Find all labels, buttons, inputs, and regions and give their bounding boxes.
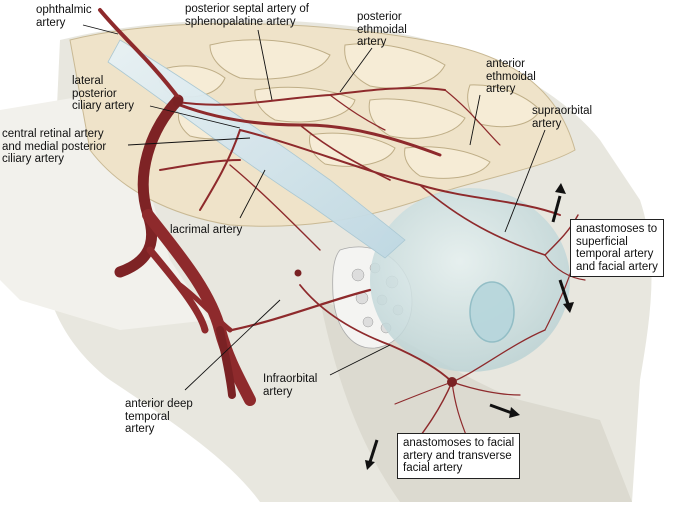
arrow-down-left bbox=[365, 439, 379, 470]
label-infraorbital-artery: Infraorbital artery bbox=[263, 373, 318, 398]
cornea bbox=[469, 281, 515, 343]
arrow-right bbox=[489, 403, 520, 418]
label-lacrimal-artery: lacrimal artery bbox=[170, 224, 243, 236]
label-posterior-septal-artery: posterior septal artery of sphenopalatin… bbox=[185, 3, 310, 28]
label-supraorbital-artery: supraorbital artery bbox=[532, 105, 593, 130]
label-posterior-ethmoidal-artery: posterior ethmoidal artery bbox=[357, 11, 407, 48]
leader-lines bbox=[82, 24, 546, 391]
label-anterior-ethmoidal-artery: anterior ethmoidal artery bbox=[486, 58, 536, 95]
label-central-retinal-artery: central retinal artery and medial poster… bbox=[2, 128, 107, 165]
label-anterior-deep-temporal-artery: anterior deep temporal artery bbox=[125, 398, 193, 435]
box-anastomoses-facial: anastomoses to facial artery and transve… bbox=[397, 433, 521, 479]
optic-nerve bbox=[107, 39, 406, 259]
arrow-down-right bbox=[558, 279, 574, 313]
label-lateral-posterior-ciliary-artery: lateral posterior ciliary artery bbox=[72, 75, 134, 112]
arrow-up-right bbox=[551, 183, 566, 223]
eyeball bbox=[370, 188, 570, 372]
label-ophthalmic-artery: ophthalmic artery bbox=[36, 4, 92, 29]
artery-knots bbox=[173, 97, 457, 387]
box-anastomoses-superficial: anastomoses to superficial temporal arte… bbox=[570, 219, 664, 277]
flow-arrows bbox=[365, 183, 574, 470]
temporal-region bbox=[0, 90, 210, 330]
